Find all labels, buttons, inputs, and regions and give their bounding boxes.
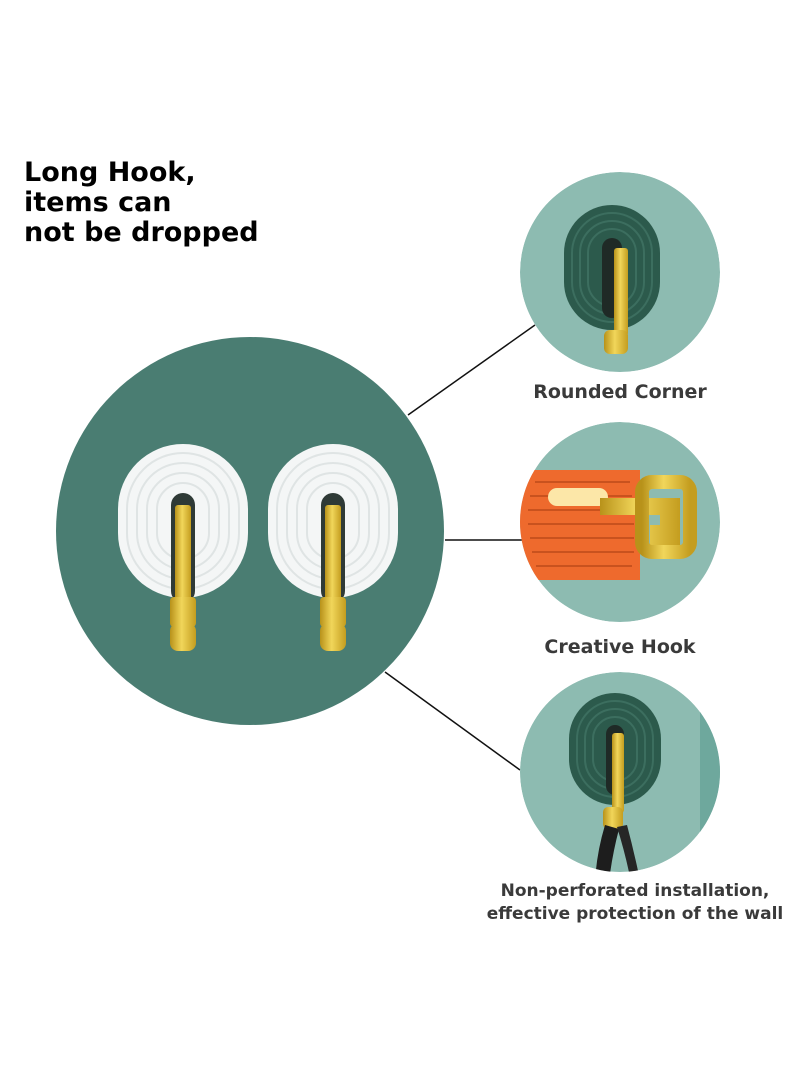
feature-caption-rounded-corner: Rounded Corner — [533, 381, 707, 403]
headline: Long Hook, items can not be dropped — [24, 158, 259, 248]
connector-line-bottom — [384, 671, 521, 771]
headline-line-1: Long Hook, — [24, 157, 196, 188]
feature-caption-installation-line-1: Non-perforated installation, — [500, 881, 770, 901]
main-circle — [56, 337, 444, 725]
detail-circle-rounded-corner — [520, 172, 720, 372]
headline-line-2: items can — [24, 187, 172, 218]
feature-caption-creative-hook: Creative Hook — [544, 636, 696, 658]
headline-line-3: not be dropped — [24, 217, 259, 248]
detail-circle-installation — [520, 672, 720, 872]
gold-hook-arm-icon — [600, 475, 697, 559]
adhesive-hook-icon — [268, 444, 398, 651]
connector-line-top — [407, 324, 536, 416]
detail-circle-creative-hook — [520, 422, 720, 622]
feature-caption-installation-line-2: effective protection of the wall — [486, 904, 784, 924]
gold-hook-arm-icon — [320, 505, 346, 651]
gold-hook-arm-icon — [603, 733, 624, 829]
gold-hook-arm-icon — [170, 505, 196, 651]
strap-icon — [594, 825, 645, 872]
adhesive-hook-icon — [118, 444, 248, 651]
feature-caption-installation: Non-perforated installation, effective p… — [470, 880, 800, 926]
gold-hook-arm-icon — [604, 248, 628, 354]
